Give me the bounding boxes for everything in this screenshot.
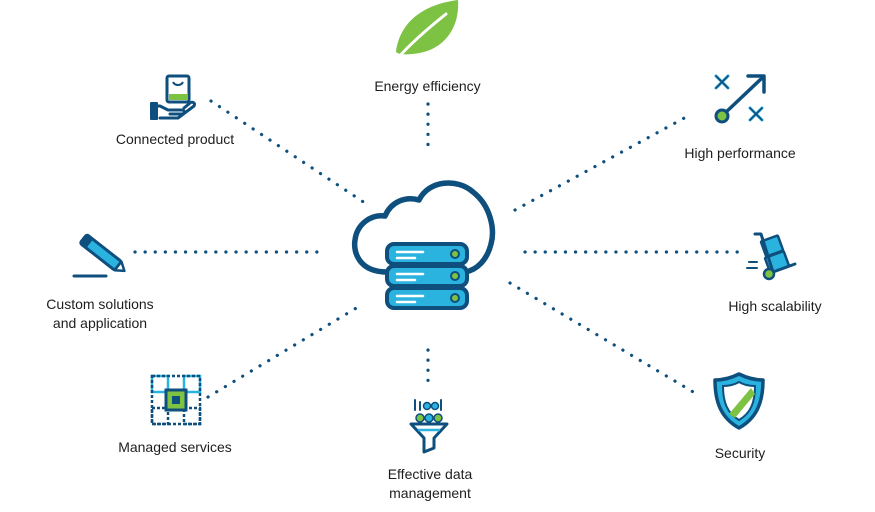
grid-chip-icon [150, 374, 202, 426]
connector-performance [513, 114, 690, 212]
funnel-icon [409, 399, 449, 454]
pen-icon [72, 233, 126, 278]
label-effective-data-line2: management [389, 485, 471, 501]
leaf-icon [396, 0, 459, 60]
label-high-performance: High performance [684, 145, 796, 161]
label-connected-product: Connected product [115, 131, 235, 147]
connector-connected [209, 99, 370, 207]
label-custom-solutions: Custom solutions and application [20, 295, 180, 333]
label-effective-data-line1: Effective data [387, 466, 473, 482]
label-custom-solutions-line2: and application [52, 315, 148, 331]
cloud-server-icon [351, 180, 496, 310]
connector-managed [206, 305, 360, 399]
hand-truck-icon [746, 232, 797, 281]
label-effective-data: Effective data management [350, 465, 510, 503]
connector-security [508, 281, 702, 398]
label-custom-solutions-line1: Custom solutions [46, 296, 154, 312]
shield-icon [713, 372, 765, 430]
label-energy-efficiency: Energy efficiency [374, 78, 481, 94]
hand-box-icon [150, 74, 196, 120]
label-managed-services: Managed services [118, 439, 232, 455]
arrow-target-icon [714, 74, 766, 124]
label-high-scalability: High scalability [728, 298, 822, 314]
label-security: Security [714, 445, 766, 461]
